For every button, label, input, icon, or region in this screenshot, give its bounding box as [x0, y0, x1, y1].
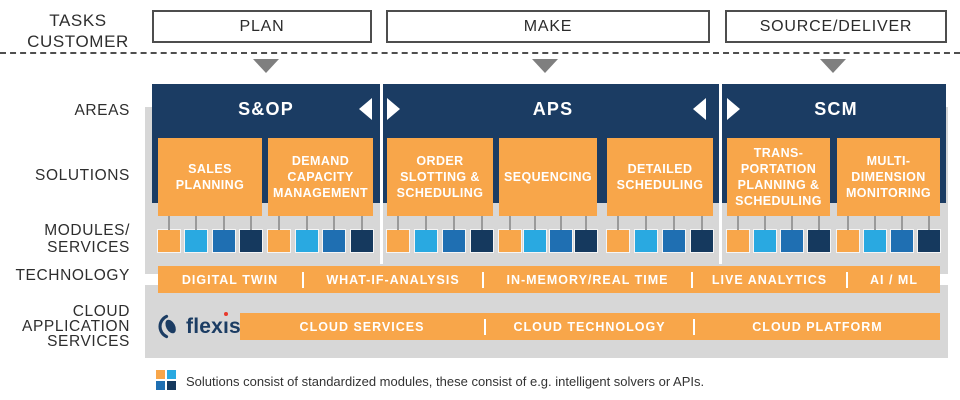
module-square [808, 216, 830, 252]
module-group [837, 216, 940, 252]
module-group [499, 216, 597, 252]
module-group [158, 216, 262, 252]
module-group [727, 216, 830, 252]
down-arrow-icon [820, 59, 846, 73]
segment-divider [302, 271, 304, 288]
shift-left-icon[interactable] [359, 98, 372, 120]
solution-box-multi-dimension: MULTI- DIMENSION MONITORING [837, 138, 940, 216]
down-arrow-icon [532, 59, 558, 73]
solution-box-sequencing: SEQUENCING [499, 138, 597, 216]
task-box-plan: PLAN [152, 10, 372, 43]
shift-left-icon[interactable] [693, 98, 706, 120]
down-arrow-icon [253, 59, 279, 73]
cloud-segment: CLOUD SERVICES [299, 319, 425, 334]
module-square [727, 216, 749, 252]
module-square [239, 216, 262, 252]
solution-box-order-slotting: ORDER SLOTTING & SCHEDULING [387, 138, 493, 216]
technology-bar: DIGITAL TWIN WHAT-IF-ANALYSIS IN-MEMORY/… [158, 266, 940, 293]
module-square [549, 216, 572, 252]
logo-i-dot [224, 312, 229, 316]
module-square [471, 216, 493, 252]
task-box-make: MAKE [386, 10, 710, 43]
module-square [607, 216, 629, 252]
module-square [443, 216, 465, 252]
bar-notch [143, 274, 158, 285]
shift-right-icon[interactable] [387, 98, 400, 120]
module-square [918, 216, 940, 252]
area-title-sop: S&OP [238, 99, 294, 119]
area-title-aps: APS [532, 99, 574, 119]
module-square [691, 216, 713, 252]
modules-services-label: MODULES/ SERVICES [44, 222, 130, 256]
tasks-customer-label: TASKS CUSTOMER [27, 11, 129, 51]
segment-divider [484, 318, 486, 335]
shift-right-icon[interactable] [727, 98, 740, 120]
module-square [574, 216, 597, 252]
module-square [663, 216, 685, 252]
segment-divider [482, 271, 484, 288]
task-box-source-deliver: SOURCE/DELIVER [725, 10, 947, 43]
module-square [295, 216, 318, 252]
module-square [387, 216, 409, 252]
solution-box-detailed-scheduling: DETAILED SCHEDULING [607, 138, 713, 216]
segment-divider [846, 271, 848, 288]
module-group [387, 216, 493, 252]
cloud-bar: CLOUD SERVICES CLOUD TECHNOLOGY CLOUD PL… [240, 313, 940, 340]
module-square [158, 216, 180, 252]
modules-legend-icon [156, 370, 176, 390]
module-square [754, 216, 776, 252]
module-square [891, 216, 913, 252]
section-separator [719, 84, 722, 264]
segment-divider [691, 271, 693, 288]
module-square [350, 216, 373, 252]
dashed-divider [0, 52, 960, 54]
module-square [524, 216, 547, 252]
module-square [415, 216, 437, 252]
cloud-application-services-label: CLOUD APPLICATION SERVICES [22, 303, 130, 350]
module-group [607, 216, 713, 252]
module-square [635, 216, 657, 252]
module-square [323, 216, 346, 252]
module-square [837, 216, 859, 252]
technology-segment: LIVE ANALYTICS [711, 272, 828, 287]
module-group [268, 216, 373, 252]
technology-segment: WHAT-IF-ANALYSIS [326, 272, 460, 287]
solution-box-demand-capacity: DEMAND CAPACITY MANAGEMENT [268, 138, 373, 216]
module-square [185, 216, 208, 252]
technology-segment: IN-MEMORY/REAL TIME [506, 272, 669, 287]
bar-notch [940, 274, 951, 285]
areas-label: AREAS [74, 102, 130, 119]
footnote-text: Solutions consist of standardized module… [186, 374, 705, 389]
area-title-scm: SCM [814, 99, 858, 119]
module-square [781, 216, 803, 252]
solution-box-sales-planning: SALES PLANNING [158, 138, 262, 216]
technology-segment: DIGITAL TWIN [181, 272, 279, 287]
module-square [864, 216, 886, 252]
section-separator [380, 84, 383, 264]
cloud-segment: CLOUD PLATFORM [752, 319, 883, 334]
solution-box-transportation: TRANS- PORTATION PLANNING & SCHEDULING [727, 138, 830, 216]
technology-label: TECHNOLOGY [15, 267, 130, 284]
solutions-label: SOLUTIONS [35, 167, 130, 184]
module-square [212, 216, 235, 252]
segment-divider [693, 318, 695, 335]
module-square [499, 216, 521, 252]
module-square [268, 216, 290, 252]
cloud-segment: CLOUD TECHNOLOGY [513, 319, 666, 334]
flexis-logo-mark-icon [156, 314, 181, 339]
technology-segment: AI / ML [870, 272, 918, 287]
